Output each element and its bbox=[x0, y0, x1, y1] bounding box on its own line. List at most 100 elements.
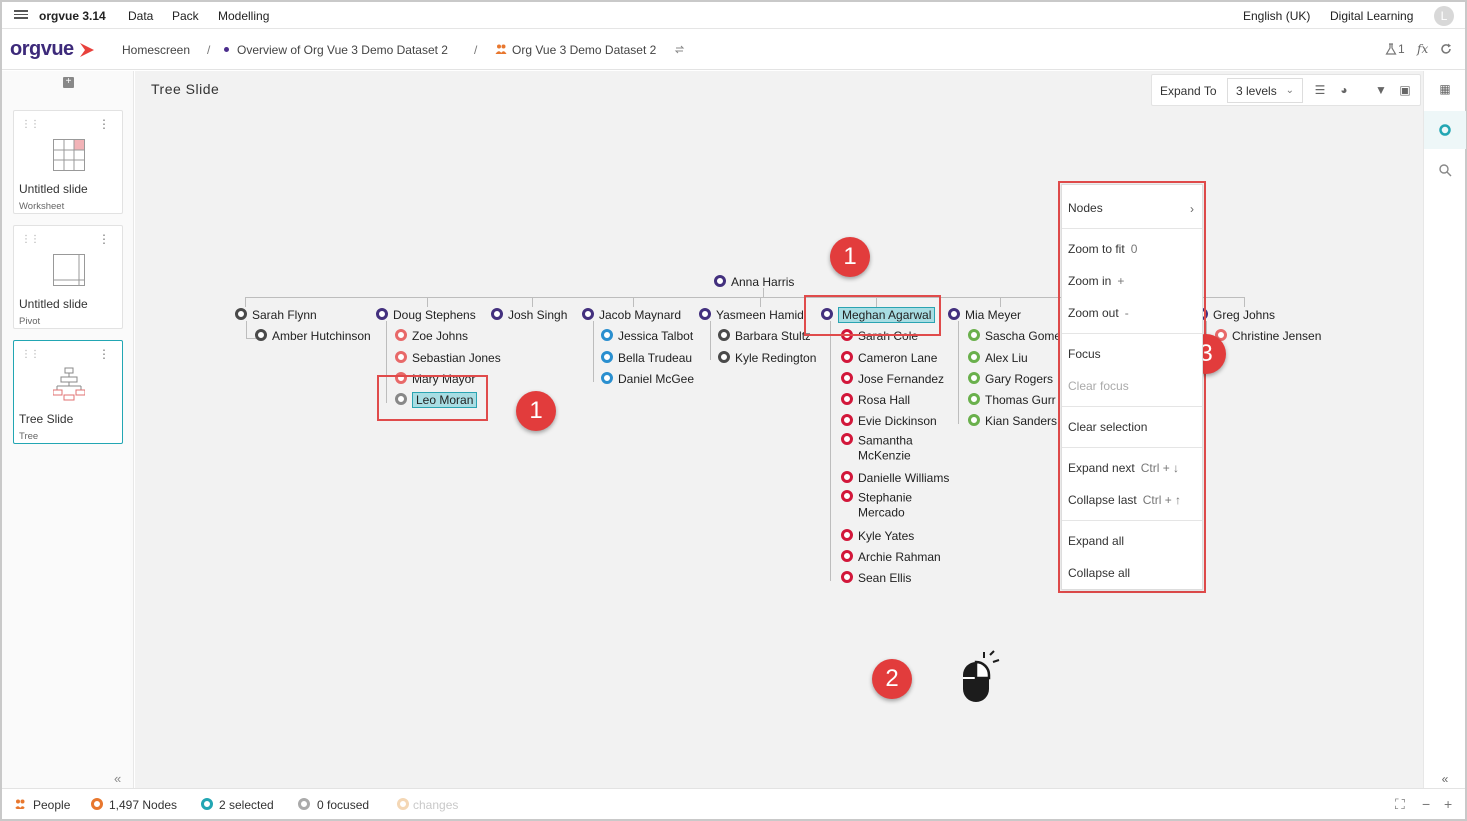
list-icon[interactable]: ☰ bbox=[1314, 83, 1326, 97]
formula-icon[interactable]: fx bbox=[1417, 42, 1429, 56]
breadcrumb: orgvue Homescreen / Overview of Org Vue … bbox=[2, 30, 1465, 70]
status-focused[interactable]: 0 focused bbox=[317, 798, 370, 812]
tree-node[interactable]: Jose Fernandez bbox=[841, 369, 944, 387]
node-name: Daniel McGee bbox=[618, 371, 695, 386]
slide-menu-icon[interactable]: ⋮ bbox=[98, 117, 110, 131]
tree-node[interactable]: Kyle Redington bbox=[718, 348, 816, 366]
tree-node[interactable]: Rosa Hall bbox=[841, 390, 910, 408]
status-selected[interactable]: 2 selected bbox=[219, 798, 274, 812]
avatar[interactable]: L bbox=[1434, 6, 1454, 26]
menu-pack[interactable]: Pack bbox=[172, 9, 199, 23]
tree-node[interactable]: Jessica Talbot bbox=[601, 326, 693, 344]
tree-node[interactable]: Evie Dickinson bbox=[841, 411, 937, 429]
slide-menu-icon[interactable]: ⋮ bbox=[98, 347, 110, 361]
card-view-icon[interactable]: ▣ bbox=[1399, 83, 1411, 97]
tree-connector bbox=[245, 297, 246, 307]
tree-node[interactable]: Thomas Gurr bbox=[968, 390, 1060, 408]
tree-node[interactable]: Sebastian Jones bbox=[395, 348, 501, 366]
tree-node[interactable]: Bella Trudeau bbox=[601, 348, 692, 366]
selected-icon bbox=[201, 798, 213, 810]
tree-node[interactable]: Yasmeen Hamidi bbox=[699, 305, 807, 323]
drag-handle-icon[interactable]: ⋮⋮ bbox=[21, 234, 40, 245]
tree-node[interactable]: Kian Sanders bbox=[968, 411, 1060, 429]
slide-menu-icon[interactable]: ⋮ bbox=[98, 232, 110, 246]
menu-modelling[interactable]: Modelling bbox=[218, 9, 270, 23]
slide-card-worksheet[interactable]: ⋮⋮ ⋮ Untitled slide Worksheet bbox=[13, 110, 123, 214]
properties-icon[interactable] bbox=[1438, 123, 1452, 137]
zoom-out-icon[interactable]: − bbox=[1422, 796, 1431, 812]
sync-icon[interactable] bbox=[674, 44, 685, 55]
changes-icon bbox=[397, 798, 409, 810]
language-selector[interactable]: English (UK) bbox=[1243, 9, 1311, 23]
tree-node[interactable]: Zoe Johns bbox=[395, 326, 468, 344]
tree-node[interactable]: Alex Liu bbox=[968, 348, 1028, 366]
tree-node[interactable]: Sascha Gomez bbox=[968, 326, 1060, 344]
tree-node[interactable]: Doug Stephens bbox=[376, 305, 476, 323]
tree-node[interactable]: Jacob Maynard bbox=[582, 305, 681, 323]
tree-node[interactable]: Greg Johns bbox=[1196, 305, 1275, 323]
collapse-rail-icon[interactable]: « bbox=[1441, 772, 1449, 786]
menu-item-focus[interactable]: Focus bbox=[1068, 347, 1101, 361]
node-dot-icon bbox=[841, 413, 853, 426]
refresh-icon[interactable] bbox=[1440, 43, 1452, 55]
chart-panel-icon[interactable]: ▦ bbox=[1439, 82, 1451, 96]
tree-node[interactable]: Samantha McKenzie bbox=[841, 433, 921, 465]
tree-node[interactable]: Amber Hutchinson bbox=[255, 326, 371, 344]
menu-item-clear-selection[interactable]: Clear selection bbox=[1068, 420, 1147, 434]
tree-node[interactable]: Christine Jensen bbox=[1215, 326, 1321, 344]
flask-icon[interactable] bbox=[1385, 43, 1397, 55]
tree-node[interactable]: Danielle Williams bbox=[841, 468, 949, 486]
collapse-panel-icon[interactable]: « bbox=[114, 771, 122, 786]
node-name: Danielle Williams bbox=[858, 470, 950, 485]
crumb-dataset[interactable]: Org Vue 3 Demo Dataset 2 bbox=[512, 43, 657, 57]
tree-node[interactable]: Sarah Flynn bbox=[235, 305, 317, 323]
tree-node[interactable]: Archie Rahman bbox=[841, 547, 941, 565]
menu-item-expand-all[interactable]: Expand all bbox=[1068, 534, 1124, 548]
menu-item-nodes[interactable]: Nodes bbox=[1068, 201, 1103, 215]
node-dot-icon bbox=[841, 433, 853, 445]
tree-node[interactable]: Cameron Lane bbox=[841, 348, 937, 366]
slide-title: Untitled slide bbox=[19, 182, 88, 196]
status-dataset[interactable]: People bbox=[33, 798, 71, 812]
highlight-box bbox=[1058, 181, 1206, 593]
crumb-homescreen[interactable]: Homescreen bbox=[122, 43, 191, 57]
node-dot-icon bbox=[968, 371, 980, 384]
node-dot-icon bbox=[841, 470, 853, 483]
menu-item-collapse-all[interactable]: Collapse all bbox=[1068, 566, 1130, 580]
add-slide-button[interactable]: + bbox=[63, 77, 74, 88]
drag-handle-icon[interactable]: ⋮⋮ bbox=[21, 349, 40, 360]
search-icon[interactable] bbox=[1438, 163, 1452, 177]
tree-node[interactable]: Gary Rogers bbox=[968, 369, 1053, 387]
tree-node[interactable]: Sean Ellis bbox=[841, 568, 911, 586]
slide-card-pivot[interactable]: ⋮⋮ ⋮ Untitled slide Pivot bbox=[13, 225, 123, 329]
workspace-name[interactable]: Digital Learning bbox=[1330, 9, 1414, 23]
menu-item-zoom-out[interactable]: Zoom out- bbox=[1068, 306, 1129, 320]
tree-connector bbox=[1244, 297, 1245, 307]
tree-node[interactable]: Barbara Stultz bbox=[718, 326, 810, 344]
zoom-in-icon[interactable]: + bbox=[1444, 796, 1453, 812]
tree-node[interactable]: Josh Singh bbox=[491, 305, 567, 323]
tree-node[interactable]: Kyle Yates bbox=[841, 526, 914, 544]
tree-node[interactable]: Daniel McGee bbox=[601, 369, 694, 387]
node-dot-icon bbox=[841, 350, 853, 363]
slide-card-tree[interactable]: ⋮⋮ ⋮ Tree Slide Tree bbox=[13, 340, 123, 444]
fullscreen-icon[interactable]: ⛶ bbox=[1395, 796, 1405, 812]
hamburger-menu-icon[interactable] bbox=[14, 8, 28, 22]
tree-node[interactable]: Anna Harris bbox=[714, 272, 794, 290]
tree-node[interactable]: Stephanie Mercado bbox=[841, 490, 921, 522]
tree-canvas[interactable]: Tree Slide Expand To 3 levels ⌄ ☰ ◕ ▼ ▣ bbox=[135, 71, 1423, 788]
crumb-overview[interactable]: Overview of Org Vue 3 Demo Dataset 2 bbox=[237, 43, 448, 57]
expand-levels-select[interactable]: 3 levels ⌄ bbox=[1227, 78, 1303, 103]
filter-icon[interactable]: ▼ bbox=[1375, 83, 1387, 97]
tree-node-selected[interactable]: Leo Moran bbox=[395, 390, 478, 408]
menu-item-zoom-in[interactable]: Zoom in+ bbox=[1068, 274, 1124, 288]
orgvue-logo[interactable]: orgvue bbox=[10, 38, 74, 60]
tree-node[interactable]: Mia Meyer bbox=[948, 305, 1021, 323]
drag-handle-icon[interactable]: ⋮⋮ bbox=[21, 119, 40, 130]
tree-node-selected[interactable]: Meghan Agarwal bbox=[821, 305, 936, 323]
palette-icon[interactable]: ◕ bbox=[1340, 83, 1348, 97]
menu-data[interactable]: Data bbox=[128, 9, 154, 23]
